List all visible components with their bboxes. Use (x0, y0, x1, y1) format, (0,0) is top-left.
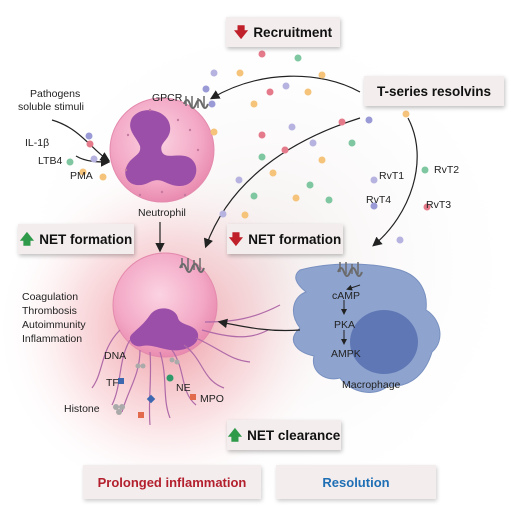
tf-label: TF (106, 377, 119, 389)
net-strands (91, 304, 281, 426)
macrophage-nucleus (350, 310, 418, 374)
gpcr-label: GPCR (152, 92, 183, 104)
rvt2-label: RvT2 (434, 164, 460, 176)
histone-marker (113, 404, 125, 415)
net-formation-down-box: 🡇NET formation (227, 224, 343, 254)
mpo-marker-2 (138, 412, 144, 418)
autoimmunity-label: Autoimmunity (22, 319, 86, 331)
net-clearance-label: NET clearance (247, 427, 341, 443)
prolonged-inflammation-box: Prolonged inflammation (83, 465, 261, 499)
prolonged-inflammation-label: Prolonged inflammation (97, 474, 247, 490)
inflammation-label: Inflammation (22, 333, 83, 345)
up-arrow-icon: 🡅 (19, 231, 35, 247)
net-formation-down-label: NET formation (248, 231, 342, 247)
histone-label: Histone (64, 403, 100, 415)
camp-label: cAMP (332, 290, 361, 302)
ne-label: NE (176, 382, 191, 394)
ltb4-label: LTB4 (38, 155, 63, 167)
il1b-label: IL-1β (25, 137, 50, 149)
net-clearance-box: 🡅NET clearance (227, 420, 341, 450)
pma-label: PMA (70, 170, 93, 182)
ampk-label: AMPK (331, 348, 361, 360)
up-arrow-icon-2: 🡅 (227, 427, 243, 443)
tseries-resolvins-box: T-series resolvins (364, 76, 504, 106)
pathway-arrows (51, 75, 418, 332)
recruitment-box: 🡇Recruitment (226, 17, 340, 47)
resolution-label: Resolution (322, 474, 390, 490)
gpcr-receptor-icon-2 (179, 263, 205, 273)
rvt4-label: RvT4 (366, 194, 392, 206)
net-formation-up-box: 🡅NET formation (18, 224, 134, 254)
pka-label: PKA (334, 319, 356, 331)
thrombosis-label: Thrombosis (22, 305, 77, 317)
neutrophil-label: Neutrophil (138, 207, 186, 219)
gpcr-receptor-icon-3 (337, 267, 363, 277)
down-arrow-icon-2: 🡇 (228, 231, 244, 247)
ne-marker (166, 374, 174, 382)
tf-marker (118, 378, 124, 384)
resolution-box: Resolution (276, 465, 436, 499)
macrophage-cell (292, 262, 441, 393)
dna-bead-marker (146, 394, 156, 404)
soluble-stimuli-label: soluble stimuli (18, 101, 84, 113)
mpo-label: MPO (200, 393, 224, 405)
neutrophil-nucleus (125, 110, 197, 186)
down-arrow-icon: 🡇 (233, 24, 249, 40)
net-neutrophil-cell (91, 252, 281, 426)
dna-label: DNA (104, 350, 127, 362)
net-formation-up-label: NET formation (39, 231, 133, 247)
rvt1-label: RvT1 (379, 170, 405, 182)
rvt3-label: RvT3 (426, 199, 452, 211)
tseries-label: T-series resolvins (376, 83, 492, 99)
pathogens-label: Pathogens (30, 88, 81, 100)
mpo-marker (190, 394, 196, 400)
coagulation-label: Coagulation (22, 291, 79, 303)
molecule-dots (66, 50, 431, 244)
net-nucleus (129, 308, 199, 351)
recruitment-label: Recruitment (253, 24, 333, 40)
macrophage-label: Macrophage (342, 379, 401, 391)
neutrophil-cell (109, 96, 215, 203)
